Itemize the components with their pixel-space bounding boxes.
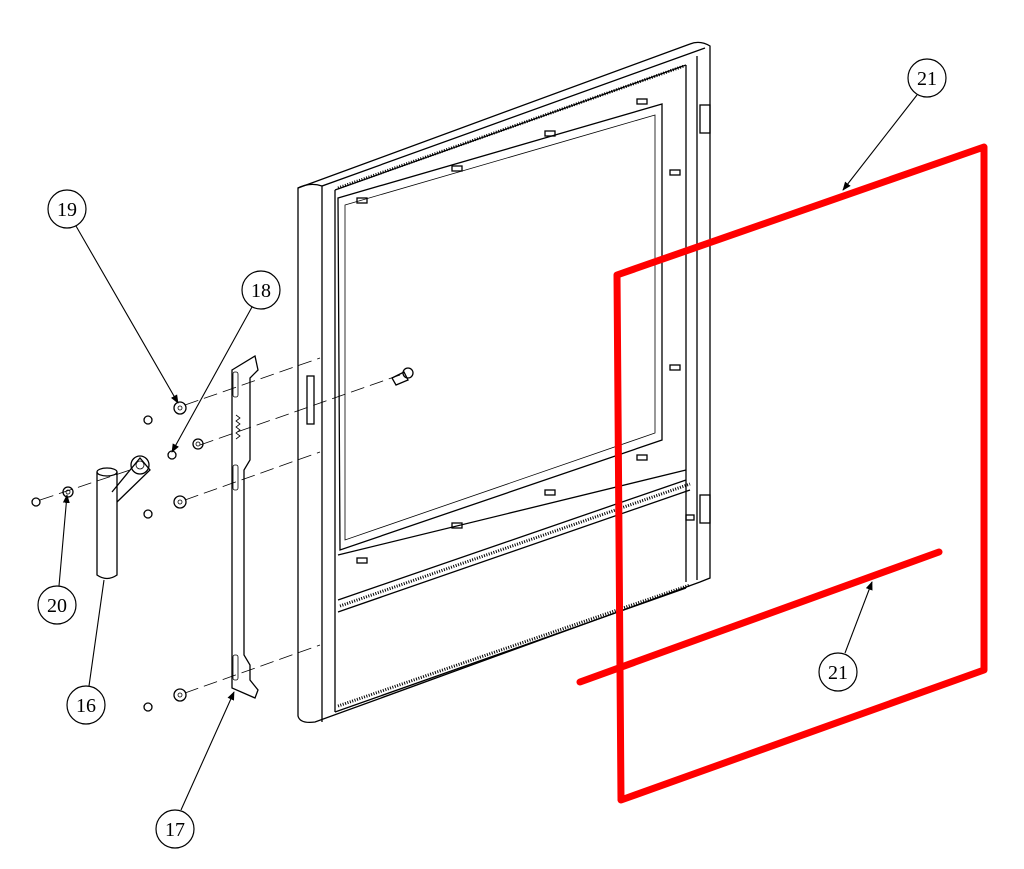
gasket-part-21 [576, 143, 988, 804]
callout-label: 17 [165, 819, 185, 841]
bracket-part-17 [231, 354, 259, 699]
callout-label: 21 [828, 662, 848, 684]
callout-label: 18 [251, 280, 271, 302]
callout-16: 16 [66, 685, 106, 725]
callout-label: 21 [917, 68, 937, 90]
callout-label: 16 [76, 695, 96, 717]
leader-lines [58, 94, 918, 811]
door-frame [297, 41, 711, 724]
callout-label: 19 [57, 199, 77, 221]
fasteners [31, 401, 204, 712]
handle-part-16 [96, 455, 151, 580]
callout-21-top: 21 [907, 58, 947, 98]
callout-18: 18 [241, 270, 281, 310]
assembly-lines [39, 357, 401, 694]
callout-17: 17 [155, 809, 195, 849]
callout-21-bottom: 21 [818, 652, 858, 692]
callout-19: 19 [47, 189, 87, 229]
screw [391, 367, 414, 386]
callout-label: 20 [47, 595, 67, 617]
callout-20: 20 [37, 585, 77, 625]
